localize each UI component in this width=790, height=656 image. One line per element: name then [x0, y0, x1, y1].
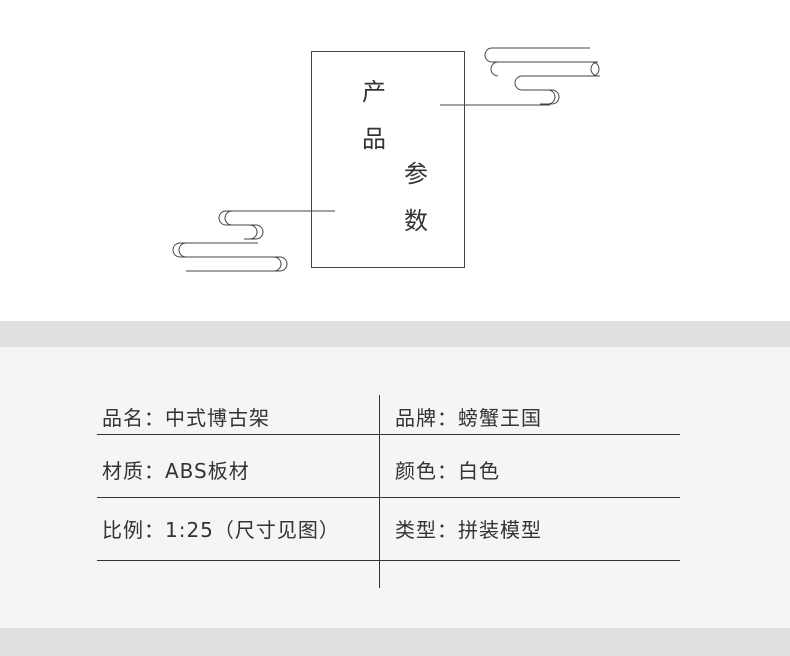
title-char-2: 品	[362, 125, 386, 153]
table-column-divider	[379, 395, 380, 588]
cloud-ornament-top-right	[440, 47, 600, 106]
spec-material: 材质：ABS板材	[102, 459, 250, 483]
spec-scale: 比例：1:25（尺寸见图）	[102, 518, 340, 542]
spec-table: 品名：中式博古架 品牌：螃蟹王国 材质：ABS板材 颜色：白色 比例：1:25（…	[97, 395, 680, 588]
spec-product-name: 品名：中式博古架	[102, 406, 270, 430]
spec-color: 颜色：白色	[395, 459, 500, 483]
spec-type: 类型：拼装模型	[395, 518, 542, 542]
header-section: 产 品 参 数	[0, 0, 790, 321]
table-row-divider	[97, 560, 680, 561]
title-char-4: 数	[404, 207, 428, 235]
spec-panel	[0, 347, 790, 628]
table-row-divider	[97, 434, 680, 435]
spec-brand: 品牌：螃蟹王国	[395, 406, 542, 430]
title-char-3: 参	[404, 160, 428, 188]
cloud-ornament-bottom-left	[172, 210, 335, 272]
title-char-1: 产	[362, 78, 386, 106]
table-row-divider	[97, 497, 680, 498]
title-frame	[311, 51, 465, 268]
divider-band-bottom	[0, 628, 790, 656]
divider-band-top	[0, 321, 790, 347]
